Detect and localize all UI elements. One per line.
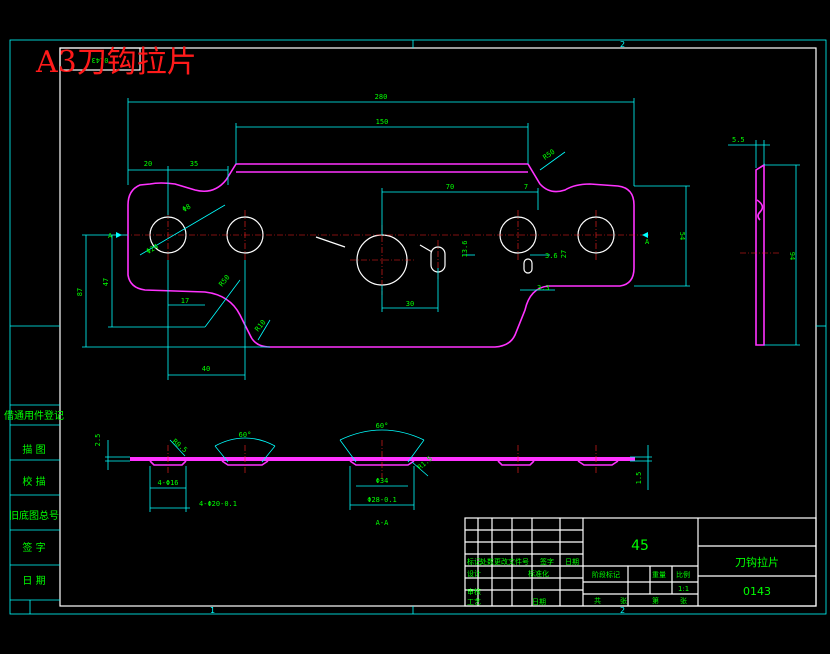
dim-27: 27 [560, 250, 568, 258]
title-block [464, 517, 817, 607]
dim-40: 40 [202, 365, 210, 373]
part-code: 0143 [743, 585, 771, 598]
row-label-process: 工艺 [467, 598, 481, 606]
dim-overall-length: 280 [375, 93, 388, 101]
row-label-standard: 标准化 [528, 569, 549, 578]
zone-number-bottom-1: 1 [210, 606, 215, 615]
left-panel-item-1: 借通用件登记 [4, 409, 64, 422]
dim-r-left: R50 [217, 273, 231, 288]
dim-angle-2: 60° [376, 422, 389, 430]
view-marker-right: A [645, 238, 650, 246]
row-label-design: 设计 [467, 569, 481, 578]
dim-side-height: 94 [788, 252, 796, 260]
row-label-review: 审核 [467, 587, 481, 596]
left-panel-item-6: 日 期 [22, 575, 45, 587]
dim-35: 35 [190, 160, 198, 168]
zone-number-bottom-2: 2 [620, 606, 625, 615]
mirrored-code-box: 0143 [59, 47, 141, 71]
dim-30: 30 [406, 300, 414, 308]
part-name: 刀钩拉片 [735, 555, 779, 569]
side-view [728, 140, 800, 346]
sheet-total-label: 共 [594, 596, 601, 605]
row-label-change-file: 更改文件号 [494, 557, 529, 566]
scale-value: 1:1 [678, 585, 689, 593]
dim-sec-phi28: Φ28-0.1 [367, 496, 397, 504]
title-stamp: A3刀钩拉片 [35, 45, 197, 80]
dim-small-slot: Φ8 [181, 203, 192, 214]
section-view [105, 429, 652, 512]
dim-3-3: 3.3 [537, 284, 550, 292]
mirrored-code: 0143 [92, 56, 109, 64]
dim-side-5-5: 5.5 [732, 136, 745, 144]
sheet-frame [9, 39, 827, 615]
dim-sec-4-phi20: 4-Φ20-0.1 [199, 500, 237, 508]
sheet-unit-label-2: 张 [680, 596, 687, 605]
sheet-index-label: 第 [652, 596, 659, 605]
dim-20: 20 [144, 160, 152, 168]
view-marker-left: A [108, 232, 113, 240]
dim-87: 87 [76, 288, 84, 296]
dim-3-6: 3.6 [545, 252, 558, 260]
row-label-mark: 标记 [467, 557, 481, 566]
dim-17: 17 [181, 297, 189, 305]
dim-7: 7 [524, 183, 528, 191]
dim-sec-2-5: 2.5 [94, 434, 102, 447]
dim-sec-r0-5: R0.5 [171, 437, 189, 454]
dim-sec-phi34: Φ34 [376, 477, 389, 485]
weight-label: 重量 [652, 571, 666, 579]
left-panel-item-4: 旧底图总号 [9, 509, 59, 522]
scale-label: 比例 [676, 570, 690, 579]
row-label-date: 日期 [565, 558, 579, 566]
dim-70: 70 [446, 183, 454, 191]
dim-54: 54 [678, 232, 686, 240]
stage-label: 阶段标记 [592, 570, 620, 579]
row-label-count: 处数 [480, 557, 494, 566]
dim-sec-4-phi16: 4-Φ16 [157, 479, 178, 487]
row-label-sign: 签字 [540, 557, 554, 566]
dim-angle-1: 60° [239, 431, 252, 439]
left-side-panel [10, 404, 60, 601]
section-label: A-A [376, 519, 389, 527]
dim-13-6: 13.6 [461, 241, 469, 258]
left-panel-item-3: 校 描 [22, 475, 45, 488]
left-panel-item-5: 签 字 [22, 541, 45, 554]
material: 45 [631, 538, 649, 554]
dim-47: 47 [102, 278, 110, 286]
dim-sec-1-5: 1.5 [635, 472, 643, 485]
row-label-date-2: 日期 [532, 598, 546, 606]
dim-r10: R10 [253, 318, 267, 333]
dim-top-flat: 150 [376, 118, 389, 126]
zone-number-top: 2 [620, 40, 625, 49]
plan-view [82, 98, 690, 380]
sheet-unit-label-1: 张 [620, 596, 627, 605]
left-panel-item-2: 描 图 [22, 443, 45, 456]
